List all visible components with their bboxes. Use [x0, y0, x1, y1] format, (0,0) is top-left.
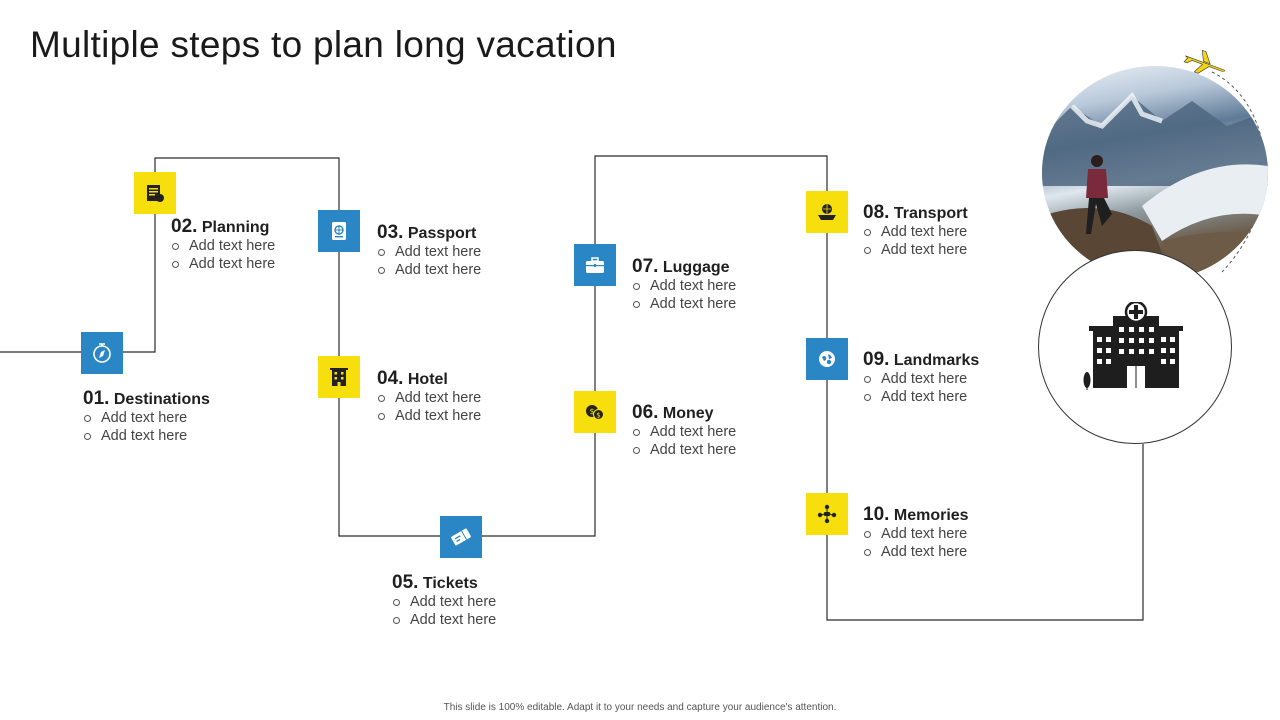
bullet-item: Add text here	[377, 261, 481, 279]
svg-text:$: $	[596, 412, 600, 420]
bullet-item: Add text here	[171, 255, 275, 273]
ticket-icon	[449, 525, 473, 549]
passport-icon	[327, 219, 351, 243]
bullet-item: Add text here	[632, 295, 736, 313]
coins-icon: $$	[583, 400, 607, 424]
step-heading: 06. Money	[632, 404, 736, 423]
hotel-icon-box	[318, 356, 360, 398]
bullet-item: Add text here	[632, 277, 736, 295]
hospital-building-icon	[1083, 302, 1187, 392]
suitcase-icon	[583, 253, 607, 277]
bullet-item: Add text here	[632, 441, 736, 459]
vacation-photo	[1042, 66, 1268, 280]
destination-circle	[1038, 250, 1232, 444]
bullet-item: Add text here	[377, 407, 481, 425]
svg-text:$: $	[589, 407, 594, 416]
money-icon-box: $$	[574, 391, 616, 433]
bullet-item: Add text here	[83, 427, 210, 445]
ship-icon	[815, 200, 839, 224]
bullet-item: Add text here	[863, 223, 968, 241]
bullet-item: Add text here	[171, 237, 275, 255]
step-heading: 04. Hotel	[377, 370, 481, 389]
bullet-item: Add text here	[83, 409, 210, 427]
compass-icon	[90, 341, 114, 365]
bullet-item: Add text here	[863, 525, 969, 543]
step-heading: 08. Transport	[863, 204, 968, 223]
memories-icon-box	[806, 493, 848, 535]
tickets-icon-box	[440, 516, 482, 558]
footer-note: This slide is 100% editable. Adapt it to…	[0, 702, 1280, 713]
step-heading: 05. Tickets	[392, 574, 496, 593]
planning-icon-box	[134, 172, 176, 214]
bullet-item: Add text here	[377, 243, 481, 261]
bullet-item: Add text here	[392, 611, 496, 629]
passport-icon-box	[318, 210, 360, 252]
transport-icon-box	[806, 191, 848, 233]
bullet-item: Add text here	[392, 593, 496, 611]
bullet-item: Add text here	[863, 388, 979, 406]
step-heading: 10. Memories	[863, 506, 969, 525]
luggage-icon-box	[574, 244, 616, 286]
bullet-item: Add text here	[632, 423, 736, 441]
bullet-item: Add text here	[863, 241, 968, 259]
destinations-icon-box	[81, 332, 123, 374]
step-heading: 07. Luggage	[632, 258, 736, 277]
globe-pin-icon	[815, 347, 839, 371]
hotel-building-icon	[327, 365, 351, 389]
bullet-item: Add text here	[863, 543, 969, 561]
step-heading: 03. Passport	[377, 224, 481, 243]
people-network-icon	[815, 502, 839, 526]
bullet-item: Add text here	[377, 389, 481, 407]
bullet-item: Add text here	[863, 370, 979, 388]
landmarks-icon-box	[806, 338, 848, 380]
step-heading: 09. Landmarks	[863, 351, 979, 370]
step-heading: 02. Planning	[171, 218, 275, 237]
calendar-plan-icon	[143, 181, 167, 205]
step-heading: 01. Destinations	[83, 390, 210, 409]
